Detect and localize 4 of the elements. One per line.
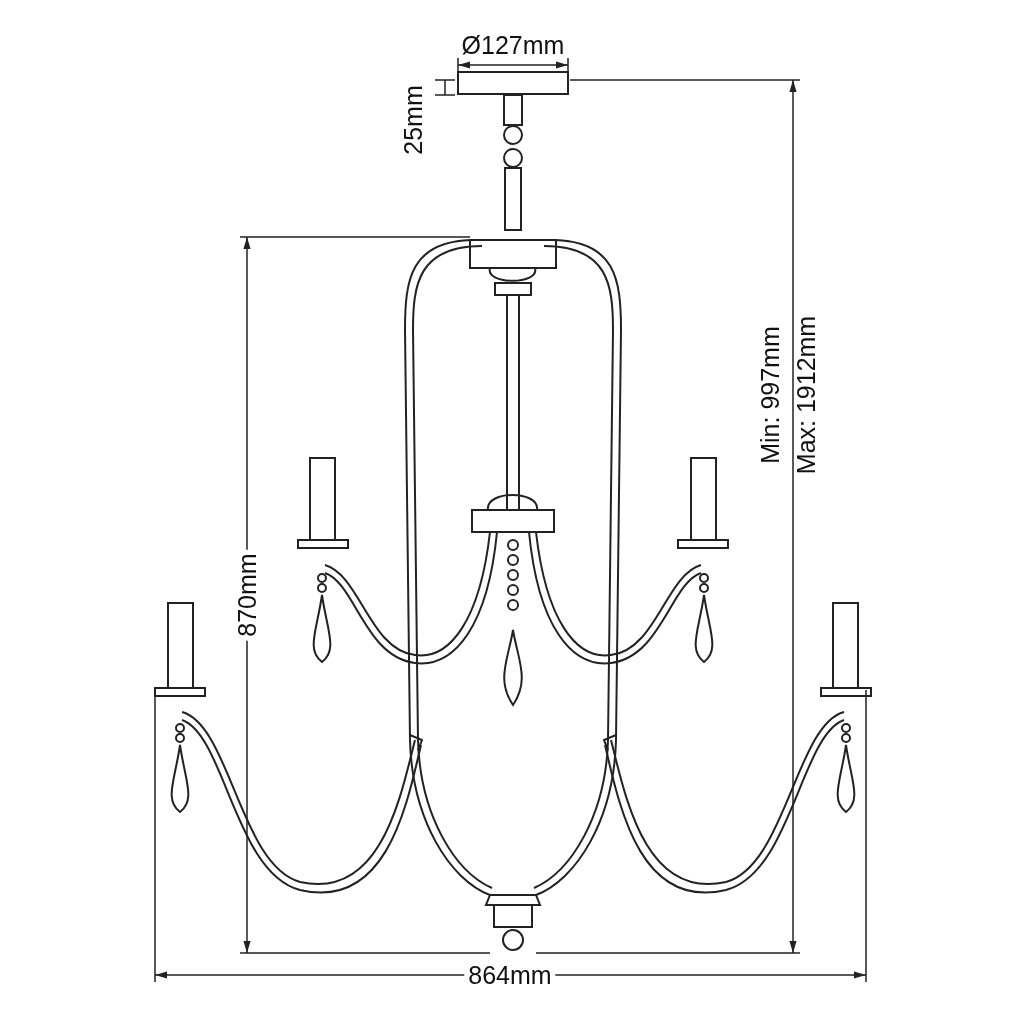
dimension-label: Max: 1912mm <box>793 314 819 477</box>
dimension-label: Min: 997mm <box>757 325 783 466</box>
dimension-label: Ø127mm <box>460 32 566 58</box>
dimension-label: 25mm <box>400 84 426 157</box>
